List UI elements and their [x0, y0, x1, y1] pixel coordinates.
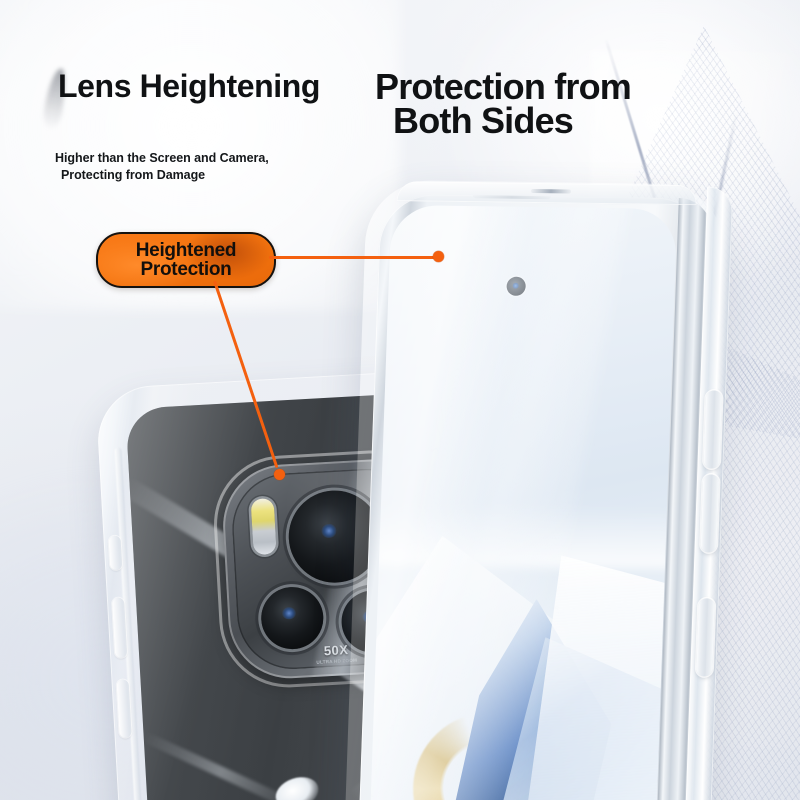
subtitle-line1: Higher than the Screen and Camera,: [55, 151, 269, 165]
badge-label-line1: Heightened: [135, 239, 237, 261]
badge-label: Heightened Protection: [135, 239, 237, 280]
subtitle: Higher than the Screen and Camera, Prote…: [55, 150, 269, 185]
front-phone-with-case: [344, 179, 734, 800]
subtitle-line2: Protecting from Damage: [61, 168, 206, 183]
volume-down-button-cutout: [700, 474, 720, 553]
callout-endpoint-camera-lip: [274, 469, 285, 480]
led-flash-icon: [250, 497, 277, 556]
callout-endpoint-screen-bezel: [433, 251, 444, 262]
power-button-cutout: [696, 598, 715, 677]
volume-up-button-cutout: [703, 390, 723, 469]
callout-leader-line-to-screen: [269, 256, 439, 259]
rear-case-button-cutout-1: [108, 535, 123, 571]
right-headline-line2: Both Sides: [393, 100, 574, 142]
front-phone-frame: [359, 193, 711, 800]
top-microphone: [530, 188, 572, 194]
wallpaper-wave: [372, 504, 675, 569]
ultrawide-camera-lens: [259, 585, 325, 651]
left-headline: Lens Heightening: [58, 68, 321, 104]
right-headline: Protection from Both Sides: [375, 69, 632, 142]
right-headline-line1: Protection from: [375, 66, 632, 107]
heightened-protection-badge: Heightened Protection: [96, 232, 276, 288]
front-camera-punch-hole: [506, 276, 526, 296]
badge-label-line2: Protection: [140, 259, 232, 280]
front-phone-screen: [370, 205, 678, 800]
